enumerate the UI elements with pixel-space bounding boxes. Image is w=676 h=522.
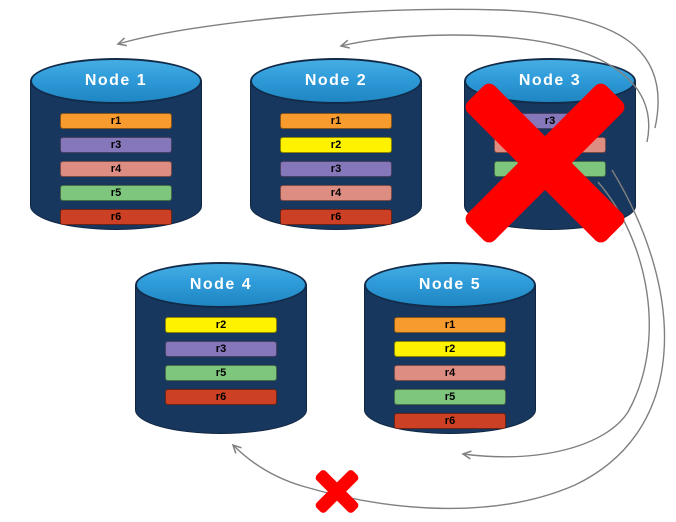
- replica-list: r2 r3 r5 r6: [165, 317, 277, 405]
- replica-list: r1 r3 r4 r5 r6: [60, 113, 172, 225]
- broken-link-cross-icon: [307, 461, 367, 521]
- replica-bar: r4: [60, 161, 172, 177]
- replica-bar: r5: [165, 365, 277, 381]
- replica-bar: r1: [394, 317, 506, 333]
- node-label: Node 4: [189, 276, 253, 293]
- replica-bar: r1: [280, 113, 392, 129]
- replica-bar: r4: [394, 365, 506, 381]
- node-5-cylinder: Node 5 r1 r2 r4 r5 r6: [364, 262, 536, 434]
- cylinder-top: Node 1: [30, 58, 202, 104]
- node-1-cylinder: Node 1 r1 r3 r4 r5 r6: [30, 58, 202, 230]
- node-failure-cross-icon: [462, 80, 628, 246]
- replica-bar: r2: [165, 317, 277, 333]
- node-label: Node 2: [304, 72, 368, 89]
- node-4-cylinder: Node 4 r2 r3 r5 r6: [135, 262, 307, 434]
- cylinder-top: Node 5: [364, 262, 536, 308]
- replica-bar: r5: [394, 389, 506, 405]
- replica-bar: r3: [280, 161, 392, 177]
- node-label: Node 1: [84, 72, 148, 89]
- replica-bar: r3: [165, 341, 277, 357]
- replica-bar: r2: [394, 341, 506, 357]
- replica-bar: r3: [60, 137, 172, 153]
- replica-list: r1 r2 r3 r4 r6: [280, 113, 392, 225]
- replica-bar: r6: [394, 413, 506, 429]
- replica-bar: r2: [280, 137, 392, 153]
- replica-bar: r1: [60, 113, 172, 129]
- replica-bar: r6: [280, 209, 392, 225]
- replica-bar: r6: [165, 389, 277, 405]
- cylinder-top: Node 2: [250, 58, 422, 104]
- replica-list: r1 r2 r4 r5 r6: [394, 317, 506, 429]
- cylinder-top: Node 4: [135, 262, 307, 308]
- replica-bar: r6: [60, 209, 172, 225]
- replica-bar: r4: [280, 185, 392, 201]
- node-label: Node 5: [418, 276, 482, 293]
- node-2-cylinder: Node 2 r1 r2 r3 r4 r6: [250, 58, 422, 230]
- replica-bar: r5: [60, 185, 172, 201]
